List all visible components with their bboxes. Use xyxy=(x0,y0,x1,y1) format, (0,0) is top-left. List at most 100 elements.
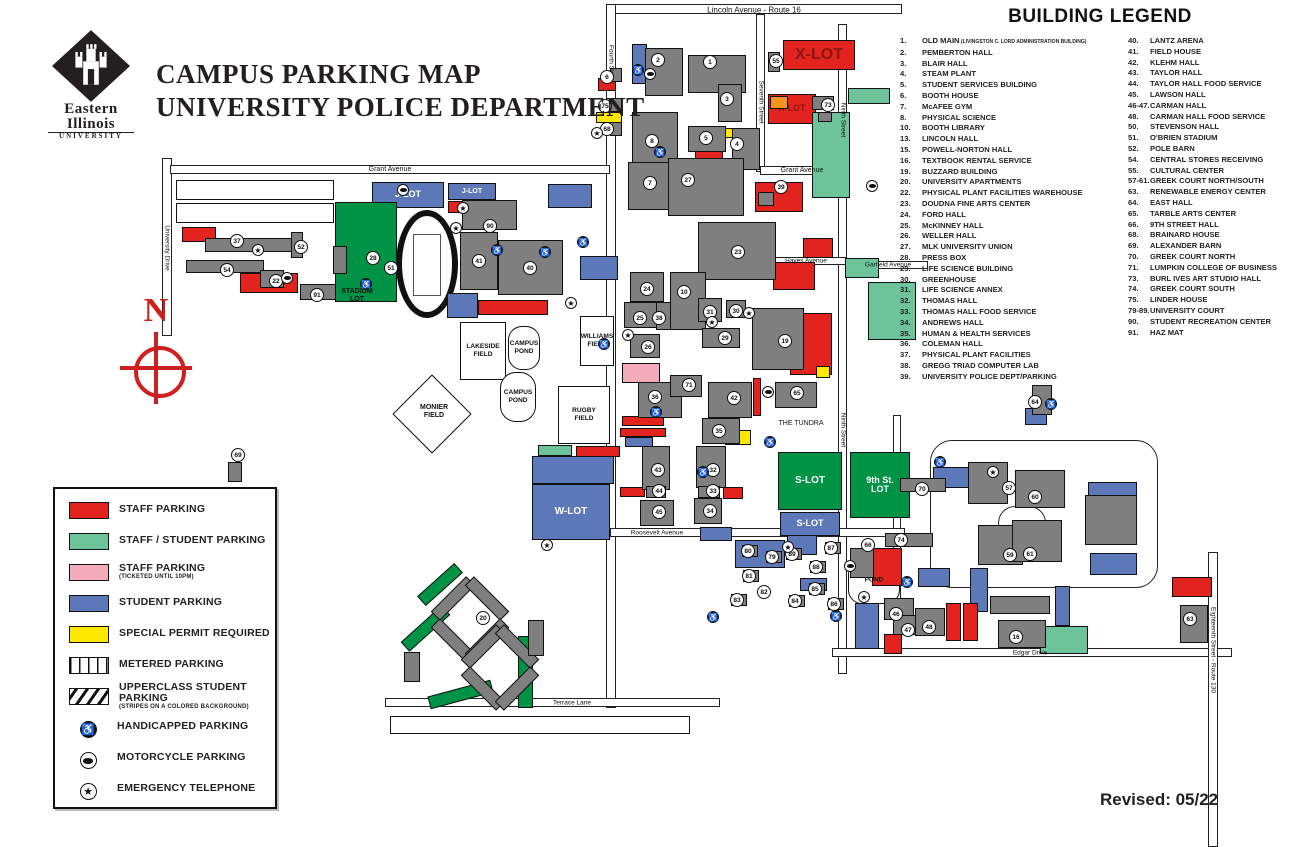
building-number-marker: 34 xyxy=(703,504,717,518)
building-name: LIFE SCIENCE ANNEX xyxy=(922,285,1003,295)
parking-lot-x-lot: X-LOT xyxy=(783,40,855,70)
building-number-marker: 32 xyxy=(706,463,720,477)
building-name: PHYSICAL SCIENCE xyxy=(922,112,997,122)
building-name: TEXTBOOK RENTAL SERVICE xyxy=(922,155,1032,165)
legend-sublabel: (STRIPES ON A COLORED BACKGROUND) xyxy=(119,703,249,710)
building-number-marker: 46 xyxy=(889,607,903,621)
building-number: 30. xyxy=(900,274,911,284)
legend-swatch-student xyxy=(69,594,109,612)
motorcycle-icon xyxy=(397,184,409,196)
building-legend-item: 41.FIELD HOUSE xyxy=(1128,47,1300,58)
building-number: 46-47. xyxy=(1128,100,1150,110)
field: RUGBY FIELD xyxy=(558,386,610,444)
building-number: 64. xyxy=(1128,197,1139,207)
handicap-icon: ♿ xyxy=(697,466,709,478)
legend-label: METERED PARKING xyxy=(119,658,224,671)
building-number-marker: 2 xyxy=(651,53,665,67)
building-name: GREENHOUSE xyxy=(922,274,977,284)
building-legend-item: 25.McKINNEY HALL xyxy=(900,221,1128,232)
street-label: Hayes Avenue xyxy=(785,257,827,265)
building-number: 74. xyxy=(1128,284,1139,294)
building-number-marker: 36 xyxy=(648,390,662,404)
legend-label: STAFF / STUDENT PARKING xyxy=(119,534,266,547)
building-name: MLK UNIVERSITY UNION xyxy=(922,242,1013,252)
building-name: ALEXANDER BARN xyxy=(1150,241,1222,251)
building-number: 4. xyxy=(900,69,907,79)
building-number-marker: 87 xyxy=(824,541,838,555)
parking-area xyxy=(884,634,902,654)
road xyxy=(162,158,172,336)
road xyxy=(838,24,847,674)
legend-label: EMERGENCY TELEPHONE xyxy=(117,782,256,795)
building-legend-title: BUILDING LEGEND xyxy=(1008,6,1192,27)
building-legend-item: 46-47.CARMAN HALL xyxy=(1128,101,1300,112)
building-number-marker: 84 xyxy=(788,594,802,608)
building-number-marker: 90 xyxy=(483,219,497,233)
building-name: BUZZARD BUILDING xyxy=(922,166,998,176)
building-name: COLEMAN HALL xyxy=(922,339,983,349)
building-number: 16. xyxy=(900,155,911,165)
building-legend-item: 64.EAST HALL xyxy=(1128,198,1300,209)
building-legend-item: 38.GREGG TRIAD COMPUTER LAB xyxy=(900,361,1128,372)
handicap-icon: ♿ xyxy=(539,246,551,258)
title-line-2: UNIVERSITY POLICE DEPARTMENT xyxy=(156,91,645,122)
building-number-marker: 43 xyxy=(651,463,665,477)
building-legend-item: 27.MLK UNIVERSITY UNION xyxy=(900,242,1128,253)
map-building xyxy=(668,158,744,216)
parking-area xyxy=(848,88,890,104)
building-legend-item: 42.KLEHM HALL xyxy=(1128,58,1300,69)
building-legend-item: 65.TARBLE ARTS CENTER xyxy=(1128,209,1300,220)
emergency-telephone-icon: ★ xyxy=(858,591,870,603)
building-name: ANDREWS HALL xyxy=(922,317,984,327)
building-legend-item: 74.GREEK COURT SOUTH xyxy=(1128,284,1300,295)
building-number: 45. xyxy=(1128,89,1139,99)
map-building xyxy=(333,246,347,274)
handicap-icon: ♿ xyxy=(598,338,610,350)
parking-area xyxy=(620,428,666,437)
building-legend-item: 2.PEMBERTON HALL xyxy=(900,48,1128,59)
building-legend-item: 34.ANDREWS HALL xyxy=(900,318,1128,329)
field xyxy=(176,180,334,200)
building-number-marker: 47 xyxy=(901,623,915,637)
emergency-icon: ★ xyxy=(79,782,97,800)
building-number: 66. xyxy=(1128,219,1139,229)
building-number-marker: 8 xyxy=(645,134,659,148)
road xyxy=(170,165,610,174)
parking-area xyxy=(625,437,653,447)
motorcycle-icon xyxy=(762,386,774,398)
motorcycle-icon xyxy=(844,560,856,572)
parking-area xyxy=(580,256,618,280)
legend-label: STAFF PARKING xyxy=(119,503,206,516)
building-number-marker: 35 xyxy=(712,424,726,438)
building-number-marker: 48 xyxy=(922,620,936,634)
building-legend-item: 45.LAWSON HALL xyxy=(1128,90,1300,101)
emergency-telephone-icon: ★ xyxy=(706,316,718,328)
building-number: 24. xyxy=(900,209,911,219)
handicap-icon: ♿ xyxy=(577,236,589,248)
emergency-telephone-icon: ★ xyxy=(987,466,999,478)
emergency-telephone-icon: ★ xyxy=(591,127,603,139)
building-name: OLD MAIN xyxy=(922,36,960,45)
building-number: 3. xyxy=(900,58,907,68)
building-legend-item: 70.GREEK COURT NORTH xyxy=(1128,252,1300,263)
building-legend-item: 75.LINDER HOUSE xyxy=(1128,295,1300,306)
building-legend-item: 8.PHYSICAL SCIENCE xyxy=(900,113,1128,124)
motorcycle-icon xyxy=(79,752,97,770)
building-legend-item: 10.BOOTH LIBRARY xyxy=(900,123,1128,134)
road xyxy=(832,648,1232,657)
lot-label: W-LOT xyxy=(554,505,588,517)
building-number: 38. xyxy=(900,360,911,370)
building-number: 23. xyxy=(900,198,911,208)
road xyxy=(930,440,1158,588)
building-name: McKINNEY HALL xyxy=(922,220,984,230)
building-number-marker: 65 xyxy=(790,386,804,400)
parking-area xyxy=(1172,577,1212,597)
lot-label: X-LOT xyxy=(795,45,843,63)
map-building xyxy=(205,238,293,252)
building-number-marker: 44 xyxy=(652,484,666,498)
map-building xyxy=(404,652,420,682)
building-number-marker: 10 xyxy=(677,285,691,299)
building-number: 90. xyxy=(1128,316,1139,326)
